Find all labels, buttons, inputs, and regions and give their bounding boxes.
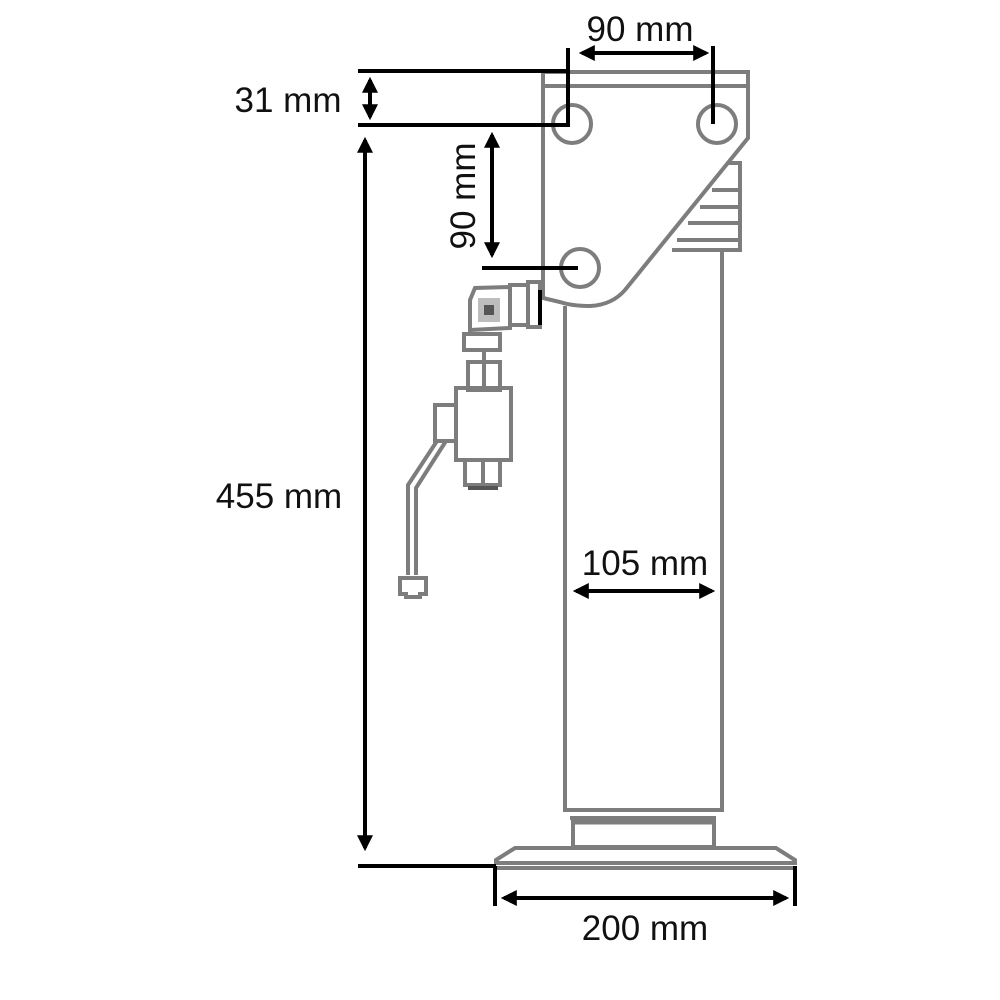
column-tube	[563, 250, 724, 820]
top-hole-spacing-label: 90 mm	[587, 10, 694, 49]
tube-width-label: 105 mm	[582, 544, 708, 583]
vertical-hole-spacing-label: 90 mm	[444, 143, 483, 250]
hole-top-right	[696, 103, 738, 145]
base-width-label: 200 mm	[582, 909, 708, 948]
total-height-label: 455 mm	[216, 477, 342, 516]
valve-assembly	[398, 280, 542, 599]
foot	[494, 819, 797, 870]
dimension-lines	[357, 45, 797, 906]
collar	[672, 161, 742, 252]
plate-offset-label: 31 mm	[235, 81, 342, 120]
